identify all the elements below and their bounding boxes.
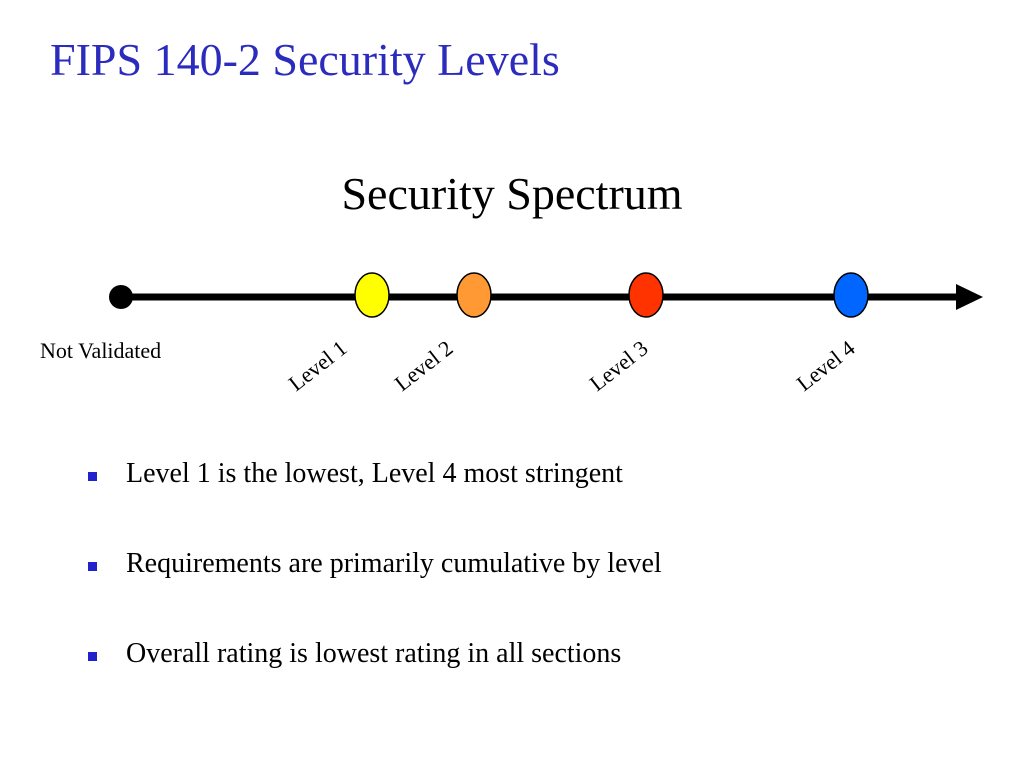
level-3-marker: [628, 272, 664, 318]
bullet-text: Overall rating is lowest rating in all s…: [126, 638, 622, 669]
square-bullet-icon: [88, 472, 97, 481]
not-validated-label: Not Validated: [40, 338, 161, 363]
level-1-label: Level 1: [284, 335, 352, 396]
bullet-text: Level 1 is the lowest, Level 4 most stri…: [126, 458, 623, 489]
spectrum-heading: Security Spectrum: [341, 168, 683, 219]
level-1-marker: [354, 272, 390, 318]
start-point: [109, 285, 133, 309]
level-2-marker: [456, 272, 492, 318]
square-bullet-icon: [88, 562, 97, 571]
level-4-label: Level 4: [792, 335, 860, 396]
level-3-label: Level 3: [585, 335, 653, 396]
slide-title: FIPS 140-2 Security Levels: [50, 34, 560, 85]
square-bullet-icon: [88, 652, 97, 661]
level-4-marker: [833, 272, 869, 318]
level-2-label: Level 2: [390, 335, 458, 396]
bullet-text: Requirements are primarily cumulative by…: [126, 548, 662, 579]
spectrum-arrowhead: [956, 284, 983, 310]
